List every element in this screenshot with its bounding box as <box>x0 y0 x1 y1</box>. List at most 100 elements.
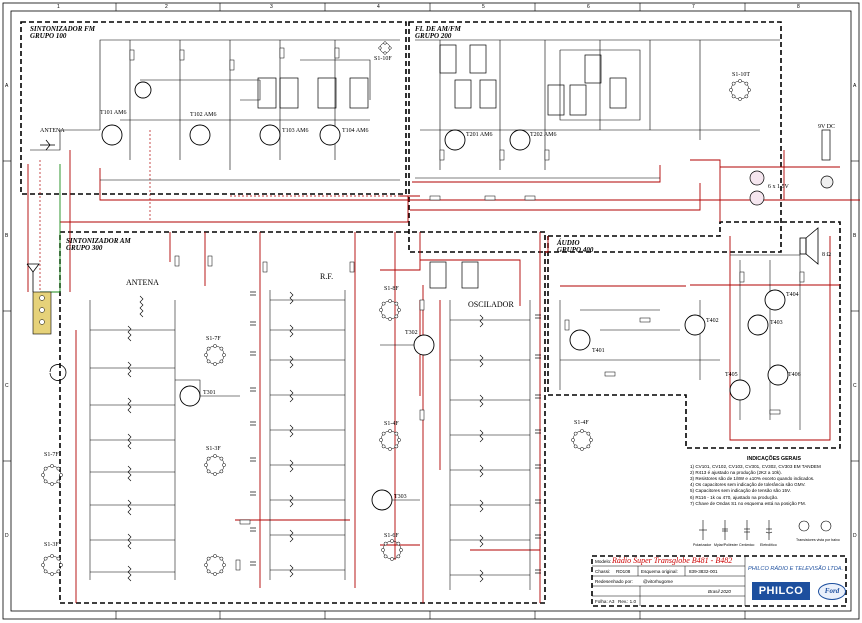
s1-label-8: S1-4F <box>574 420 589 426</box>
if-outline <box>408 21 782 253</box>
ford-logo: Ford <box>818 583 846 600</box>
am-coils <box>127 291 484 583</box>
s1-label-2: S1-3F <box>44 542 59 548</box>
note-item: 2) R413 é ajustado na produção (2K2 a 10… <box>690 470 782 476</box>
grid-row-b: B <box>5 233 9 239</box>
battery-label: 6 x 1,5V <box>768 184 789 190</box>
grid-col-3: 3 <box>270 4 273 10</box>
audio-wires <box>559 250 801 430</box>
note-item: 1) CV101, CV102, CV103, CV301, CV302, CV… <box>690 464 821 470</box>
rf-label: R.F. <box>320 272 334 281</box>
audio-transistors <box>569 289 789 401</box>
grid-col-8: 8 <box>797 4 800 10</box>
grid-col-2: 2 <box>165 4 168 10</box>
note-item: 6) R116 - 1k ou 470, ajustado na produçã… <box>690 494 779 500</box>
transistor-label: T201 AM6 <box>466 132 493 138</box>
power-wires <box>27 150 860 603</box>
schema-value: 839-3832-001 <box>689 569 718 574</box>
if-transistors <box>179 129 531 511</box>
grid-row-b-right: B <box>853 233 857 239</box>
s1-label-6: S1-4F <box>384 421 399 427</box>
s1-label-7: S1-6F <box>384 533 399 539</box>
s1-label-3: S1-7F <box>206 336 221 342</box>
battery-lamps <box>749 129 834 206</box>
if-transformers <box>257 44 627 289</box>
s1-label-4: S1-3F <box>206 446 221 452</box>
capacitors <box>250 291 541 574</box>
audio-outline <box>547 221 841 449</box>
chassis-value: RD108 <box>616 569 631 574</box>
grid-row-d: D <box>5 533 9 539</box>
grid-col-5: 5 <box>482 4 485 10</box>
fm-antenna-label: ANTENA <box>40 128 65 134</box>
dc-jack-label: 9V DC <box>818 124 836 130</box>
grid-col-1: 1 <box>57 4 60 10</box>
legend-eletrolitico: Eletrolítico <box>760 543 777 547</box>
am-antenna-label: ANTENA <box>126 278 159 287</box>
transistor-label: T302 <box>405 330 418 336</box>
legend-symbols <box>699 520 832 540</box>
oscillator-label: OSCILADOR <box>468 300 514 309</box>
general-notes: INDICAÇÕES GERAIS 1) CV101, CV102, CV103… <box>690 456 858 507</box>
transistor-label: T102 AM6 <box>190 112 217 118</box>
transistor-label: T404 <box>786 292 799 298</box>
transistor-label: T403 <box>770 320 783 326</box>
grid-col-6: 6 <box>587 4 590 10</box>
note-item: 4) Os capacitores sem indicação de toler… <box>690 482 806 488</box>
transistor-label: T101 AM6 <box>100 110 127 116</box>
note-item: 5) Capacitores sem indicação de tensão s… <box>690 488 791 494</box>
band-switches <box>41 41 751 576</box>
legend-transistores: Transistores vista por baixo <box>796 538 840 542</box>
note-item: 7) Chave de Ondas S1 no esquema está na … <box>690 500 806 506</box>
grid-row-c-right: C <box>853 383 857 389</box>
transistor-label: T202 AM6 <box>530 132 557 138</box>
schema-label: Esquema original: <box>641 569 678 574</box>
company-name: PHILCO RÁDIO E TELEVISÃO LTDA. <box>748 566 844 572</box>
s1-fm-label: S1-10F <box>374 56 392 62</box>
block-outlines <box>20 21 847 607</box>
note-item: 3) Resistores são de 1/8W e ±10% exceto … <box>690 476 815 482</box>
revision: Rev.: 1.0 <box>618 599 637 604</box>
speaker-label: 8 Ω <box>822 252 831 258</box>
drawn-label: Redesenhado por: <box>595 579 633 584</box>
country-year: Brasil 2020 <box>708 589 731 594</box>
fm-wires <box>30 39 400 181</box>
drawn-value: @vitorhugome <box>643 579 673 584</box>
model-label: Modelo: <box>595 559 612 564</box>
fm-transistors <box>101 81 341 146</box>
fm-tuner-outline <box>20 21 407 195</box>
transistor-label: T103 AM6 <box>282 128 309 134</box>
transistor-label: T104 AM6 <box>342 128 369 134</box>
transistor-label: T405 <box>725 372 738 378</box>
antenna-symbols <box>26 139 55 292</box>
transistor-label: T406 <box>788 372 801 378</box>
am-tuner-outline <box>59 231 546 604</box>
speaker-symbol <box>799 227 819 265</box>
s1-label-5: S1-8F <box>384 286 399 292</box>
notes-heading: INDICAÇÕES GERAIS <box>747 456 801 462</box>
chassis-label: Chassi: <box>595 569 611 574</box>
legend-polarizador: Polarizador <box>693 543 712 547</box>
antenna-connector <box>32 291 52 335</box>
legend-mylar: Mylar/Poliéster <box>714 543 738 547</box>
transistor-label: T303 <box>394 494 407 500</box>
grid-ticks <box>3 3 859 619</box>
resistors <box>129 47 805 571</box>
grid-row-a-right: A <box>853 83 857 89</box>
legend-ceramico: Cerâmico <box>739 543 755 547</box>
am-wires <box>89 290 531 590</box>
s1-if-label: S1-10T <box>732 72 750 78</box>
grid-row-c: C <box>5 383 9 389</box>
grid-col-7: 7 <box>692 4 695 10</box>
grid-row-d-right: D <box>853 533 857 539</box>
transistor-label: T402 <box>706 318 719 324</box>
philco-logo: PHILCO <box>752 582 810 600</box>
transistor-label: T301 <box>203 390 216 396</box>
